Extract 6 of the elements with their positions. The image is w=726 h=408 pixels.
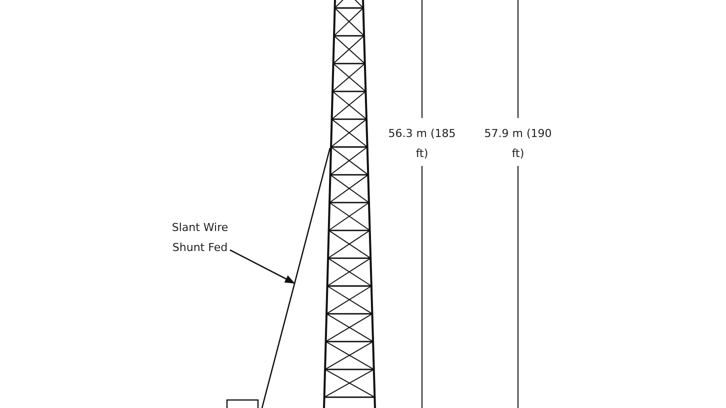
slant-wire xyxy=(261,148,331,408)
callout-label: Slant Wire Shunt Fed xyxy=(160,218,240,258)
tuning-box xyxy=(226,399,259,408)
dimension-label: 57.9 m (190 ft) xyxy=(484,126,552,162)
dimension-label: 56.3 m (185 ft) xyxy=(388,126,456,162)
leader-arrow xyxy=(230,249,295,284)
